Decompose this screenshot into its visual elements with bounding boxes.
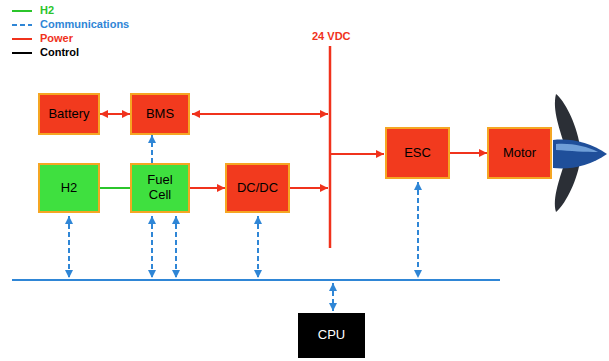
comm-link	[257, 216, 259, 278]
power-wire	[331, 153, 384, 155]
battery-box: Battery	[38, 93, 100, 135]
comm-link	[175, 216, 177, 278]
propeller	[553, 94, 607, 212]
legend-label: H2	[40, 4, 54, 16]
h2-connector	[100, 187, 130, 189]
comm-bus	[12, 279, 500, 281]
node-label: H2	[61, 181, 78, 196]
fuel-cell-box: Fuel Cell	[130, 163, 190, 213]
node-label: ESC	[404, 146, 431, 161]
power-connector	[190, 187, 225, 189]
comm-link	[151, 216, 153, 278]
bms-box: BMS	[130, 93, 190, 135]
node-label: Battery	[48, 107, 89, 122]
comm-connector	[151, 135, 153, 163]
comm-link	[332, 283, 334, 311]
legend-label: Power	[40, 32, 73, 44]
power-wire	[192, 113, 328, 115]
comm-link	[417, 182, 419, 278]
node-label: Fuel Cell	[139, 173, 181, 203]
power-bus	[329, 46, 332, 248]
power-wire	[290, 187, 328, 189]
legend-sample	[12, 24, 32, 26]
power-connector	[100, 113, 130, 115]
legend-label: Communications	[40, 18, 129, 30]
bus-voltage-label: 24 VDC	[312, 30, 351, 42]
node-label: BMS	[146, 107, 174, 122]
legend-sample	[12, 52, 32, 54]
esc-box: ESC	[385, 127, 450, 179]
converter-box: DC/DC	[225, 163, 290, 213]
cpu-box: CPU	[298, 313, 365, 358]
node-label: CPU	[318, 328, 345, 343]
power-connector	[450, 152, 487, 154]
legend-label: Control	[40, 46, 79, 58]
h2-tank-box: H2	[38, 163, 100, 213]
node-label: Motor	[503, 146, 536, 161]
legend-sample	[12, 10, 32, 12]
legend-sample	[12, 38, 32, 40]
node-label: DC/DC	[237, 181, 278, 196]
comm-link	[68, 216, 70, 278]
motor-box: Motor	[487, 127, 552, 179]
